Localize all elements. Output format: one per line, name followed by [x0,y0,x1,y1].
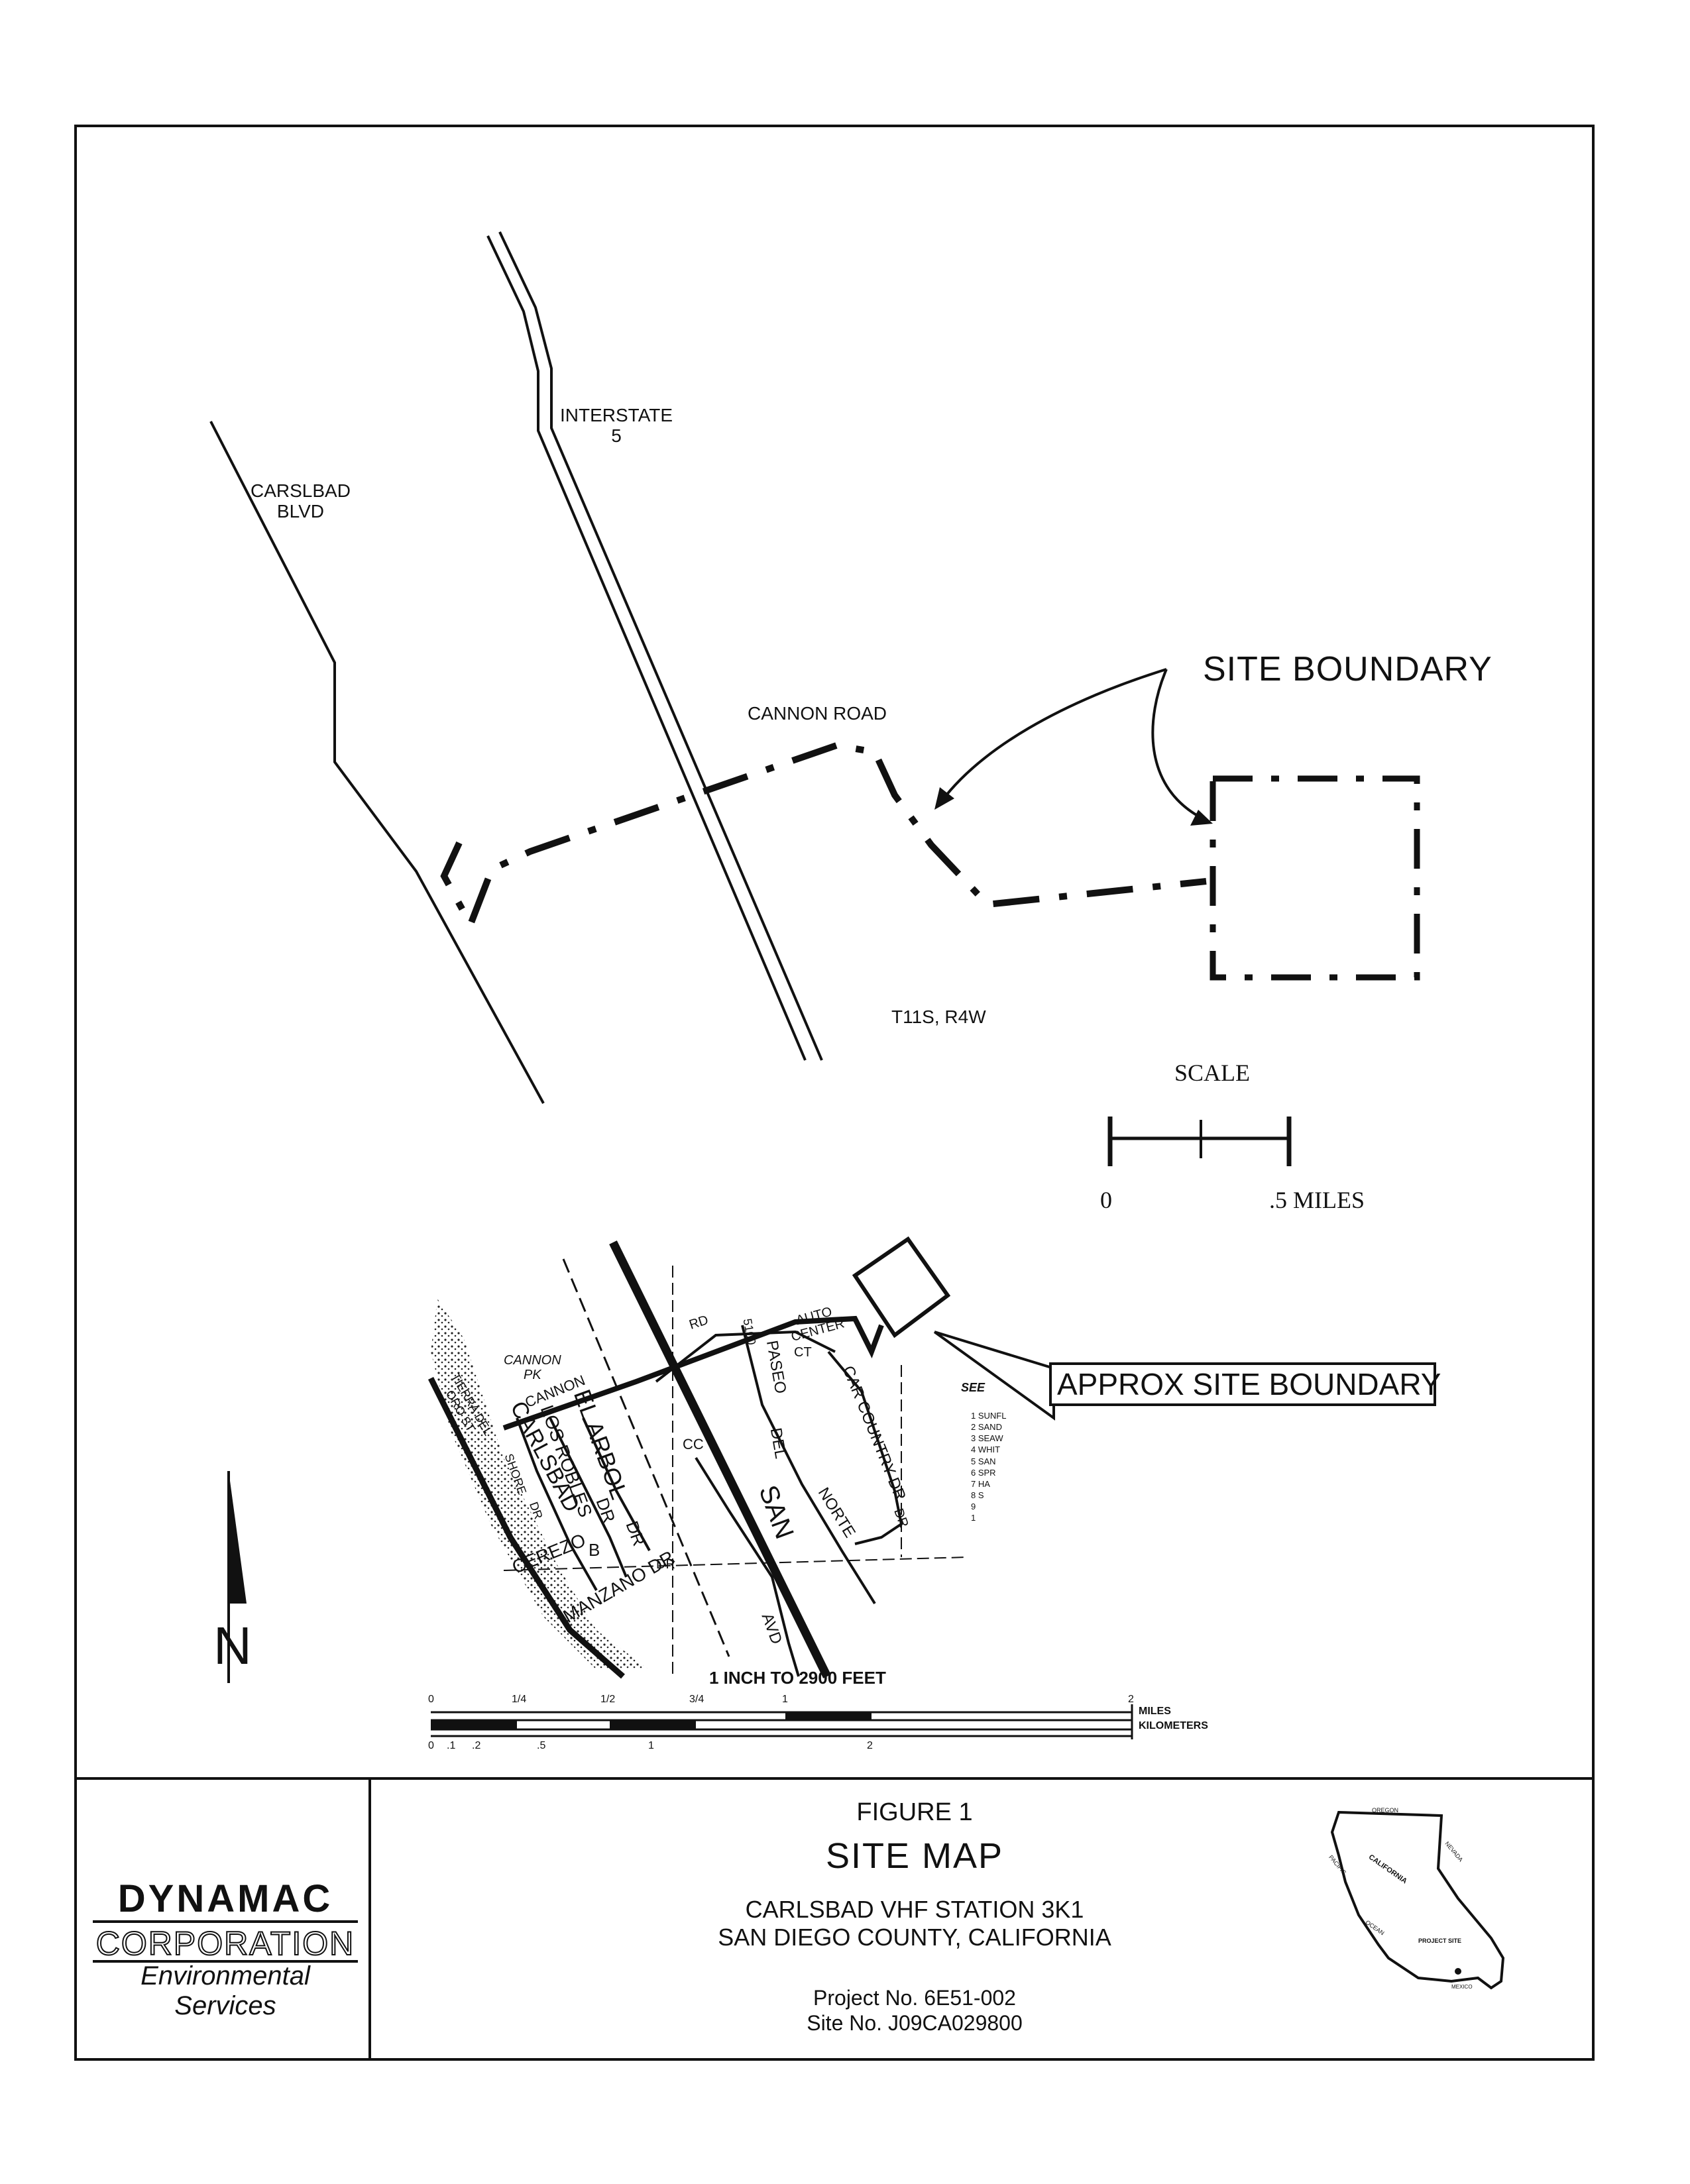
bar-miles-tick-1: 1/4 [512,1694,527,1705]
scale-end-label: .5 MILES [1269,1187,1365,1213]
see-item: 1 SUNFL [971,1411,1007,1421]
inset-street-a [516,1417,598,1591]
logo-dynamac: DYNAMAC [117,1877,333,1920]
see-item: 6 SPR [971,1467,996,1478]
inset-cannon-road [502,1315,884,1431]
inset-street-b [549,1417,628,1578]
inset-road-2 [655,1330,836,1383]
inset-carlsbad-blvd [427,1376,625,1679]
bar-scale-fill-1 [431,1720,517,1729]
logo-corporation: CORPORATION [95,1924,355,1963]
state-label-oregon: OREGON [1372,1807,1399,1814]
north-label: N [213,1616,252,1675]
figure-title: SITE MAP [825,1836,1004,1876]
site-arrow-curve-1 [940,668,1167,803]
bar-scale-fill-3 [785,1712,872,1720]
logo-environmental-services: Environmental Services [141,1961,310,2020]
scale-title: SCALE [1174,1060,1251,1086]
bar-miles-tick-4: 1 [782,1694,788,1705]
north-arrow-head [229,1471,247,1604]
interstate-5-line-b [498,231,823,1061]
title-block-logo-divider [368,1777,371,2061]
bar-miles-tick-3: 3/4 [689,1694,704,1705]
inset-dr5-label: DR [656,1557,675,1572]
inset-site-square [852,1236,951,1338]
see-item: 8 S [971,1490,984,1501]
cannon-road-dashed [440,741,1207,932]
see-item: 9 [971,1502,976,1512]
project-site-dot [1455,1968,1461,1975]
figure-number: FIGURE 1 [856,1798,973,1826]
bar-km-tick-5: 2 [867,1740,873,1751]
map-frame [74,125,1595,2061]
site-boundary-rect [1210,775,1420,981]
inset-scale-text: 1 INCH TO 2900 FEET [709,1668,886,1688]
title-block-top-border [74,1777,1595,1780]
see-item: 3 SEAW [971,1433,1003,1444]
site-arrow-head-1 [934,787,954,810]
inset-see-label: SEE [961,1381,986,1394]
inset-ct-label: CT [794,1345,812,1360]
bar-miles-tick-5: 2 [1128,1694,1134,1705]
bar-km-tick-0: 0 [428,1740,434,1751]
approx-site-boundary-label: APPROX SITE BOUNDARY [1057,1367,1441,1401]
inset-railroad [562,1258,730,1657]
carlsbad-blvd-label: CARSLBAD BLVD [251,480,351,521]
california-outline [1330,1810,1505,1990]
figure-subtitle-1: CARLSBAD VHF STATION 3K1 [745,1896,1084,1923]
township-label: T11S, R4W [891,1007,986,1027]
see-item: 2 SAND [971,1422,1002,1433]
figure-subtitle-2: SAN DIEGO COUNTY, CALIFORNIA [718,1924,1111,1951]
inset-grid-h [503,1556,968,1571]
inset-cc-label: CC [683,1436,704,1452]
bar-scale-fill-2 [610,1720,696,1729]
cannon-road-label: CANNON ROAD [748,703,887,724]
bar-km-label: KILOMETERS [1139,1720,1208,1731]
site-boundary-label: SITE BOUNDARY [1203,650,1493,688]
bar-km-tick-3: .5 [537,1740,546,1751]
inset-site-pointer [933,1331,1055,1421]
site-arrow-head-2 [1190,810,1213,826]
bar-miles-tick-0: 0 [428,1694,434,1705]
inset-freeway-i5 [609,1240,831,1678]
bar-miles-label: MILES [1139,1706,1171,1717]
inset-cannon-pk-label: CANNON PK [504,1353,561,1382]
scale-zero-label: 0 [1100,1187,1112,1213]
bar-miles-tick-2: 1/2 [600,1694,616,1705]
inset-see-list: 1 SUNFL 2 SAND 3 SEAW 4 WHIT 5 SAN 6 SPR… [971,1410,1006,1524]
logo-rule-2 [93,1960,358,1963]
inset-san-road [695,1456,800,1677]
see-item: 7 HA [971,1478,990,1489]
logo-rule-1 [93,1920,358,1923]
state-label-mexico: MEXICO [1451,1984,1473,1990]
inset-paseo-del-norte [741,1325,876,1605]
bar-km-tick-1: .1 [447,1740,456,1751]
inset-b-label: B [589,1540,600,1560]
inset-coast-stipple [431,1299,649,1670]
bar-km-tick-2: .2 [472,1740,481,1751]
state-label-project-site: PROJECT SITE [1418,1938,1462,1944]
interstate-5-line-a [486,235,807,1061]
interstate-5-label: INTERSTATE 5 [560,405,673,446]
see-item: 4 WHIT [971,1445,1001,1455]
site-number: Site No. J09CA029800 [807,2011,1023,2035]
approx-site-label-box [1049,1362,1436,1406]
project-number: Project No. 6E51-002 [813,1986,1016,2010]
site-arrow-curve-2 [1151,669,1207,822]
bar-km-tick-4: 1 [648,1740,654,1751]
inset-street-c [582,1417,651,1551]
see-item: 1 [971,1513,976,1523]
see-item: 5 SAN [971,1456,996,1466]
carlsbad-blvd-line [209,421,545,1104]
inset-car-country-dr [827,1350,903,1545]
